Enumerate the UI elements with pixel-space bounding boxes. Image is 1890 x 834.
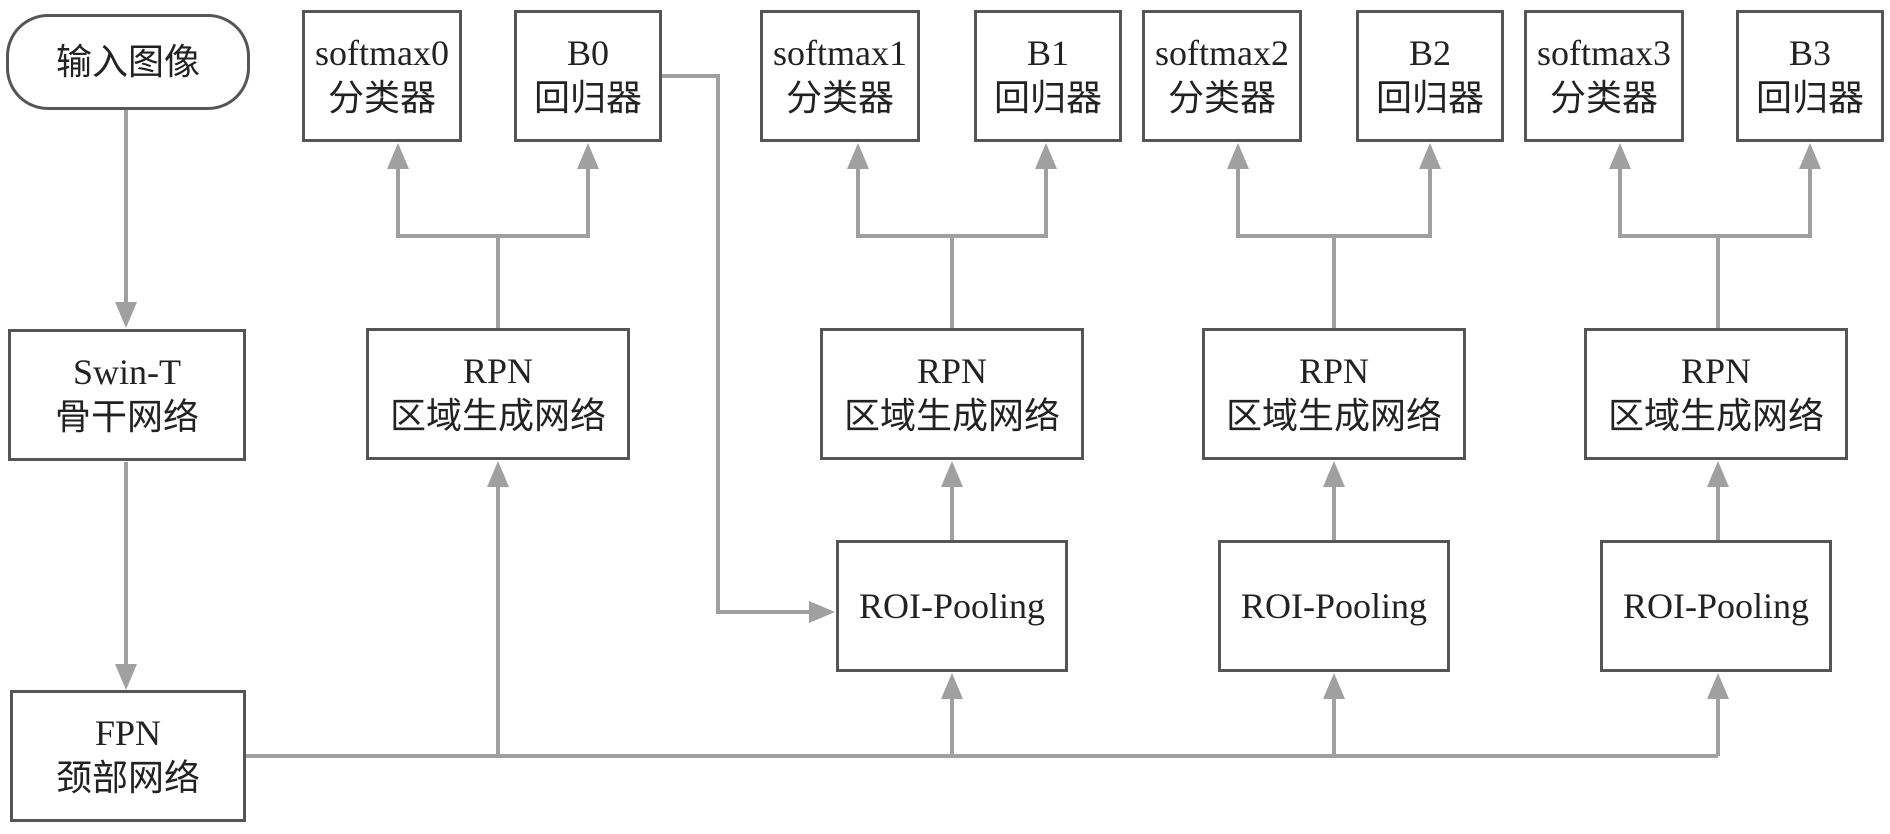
arrow-neck-to-rpn0 bbox=[487, 461, 509, 487]
b2-title: B2 bbox=[1408, 33, 1451, 73]
rpn-3-subtitle: 区域生成网络 bbox=[1607, 396, 1824, 436]
input-image-node: 输入图像 bbox=[6, 14, 250, 110]
rpn-2-node: RPN 区域生成网络 bbox=[1202, 328, 1466, 460]
rpn-0-subtitle: 区域生成网络 bbox=[389, 396, 606, 436]
arrow-roi3-to-rpn3 bbox=[1707, 461, 1729, 487]
rpn-1-subtitle: 区域生成网络 bbox=[843, 396, 1060, 436]
rpn-3-title: RPN bbox=[1680, 351, 1752, 391]
arrow-neck-to-roi2 bbox=[1323, 673, 1345, 699]
fpn-neck-node: FPN 颈部网络 bbox=[10, 690, 246, 822]
input-image-label: 输入图像 bbox=[55, 41, 200, 82]
softmax-1-title: softmax1 bbox=[773, 33, 907, 73]
rpn-2-title: RPN bbox=[1298, 351, 1370, 391]
softmax-3-subtitle: 分类器 bbox=[1549, 78, 1658, 118]
b3-regressor-node: B3 回归器 bbox=[1736, 10, 1884, 142]
arrow-roi2-to-rpn2 bbox=[1323, 461, 1345, 487]
arrow-rpn3-to-reg3 bbox=[1799, 143, 1821, 169]
softmax-3-classifier-node: softmax3 分类器 bbox=[1524, 10, 1684, 142]
arrow-rpn0-to-reg0 bbox=[577, 143, 599, 169]
arrow-reg0-to-roi1 bbox=[809, 601, 835, 623]
edge-rpn0-fork bbox=[396, 166, 500, 328]
edge-rpn0-fork-right bbox=[498, 166, 590, 238]
roi-pooling-1-label: ROI-Pooling bbox=[858, 585, 1045, 626]
backbone-title: Swin-T bbox=[73, 352, 181, 392]
roi-pooling-2-node: ROI-Pooling bbox=[1218, 540, 1450, 672]
softmax-1-subtitle: 分类器 bbox=[785, 78, 894, 118]
b2-regressor-node: B2 回归器 bbox=[1356, 10, 1504, 142]
backbone-subtitle: 骨干网络 bbox=[54, 397, 199, 437]
roi-pooling-3-node: ROI-Pooling bbox=[1600, 540, 1832, 672]
rpn-2-subtitle: 区域生成网络 bbox=[1225, 396, 1442, 436]
arrow-neck-to-roi3 bbox=[1707, 673, 1729, 699]
neck-title: FPN bbox=[94, 713, 162, 753]
softmax-2-subtitle: 分类器 bbox=[1167, 78, 1276, 118]
roi-pooling-3-label: ROI-Pooling bbox=[1622, 585, 1809, 626]
rpn-0-title: RPN bbox=[462, 351, 534, 391]
edge-reg0-to-roi1 bbox=[662, 74, 812, 614]
arrow-backbone-to-neck bbox=[115, 664, 137, 690]
softmax-3-title: softmax3 bbox=[1537, 33, 1671, 73]
arrow-input-to-backbone bbox=[115, 302, 137, 328]
b0-title: B0 bbox=[566, 33, 609, 73]
swin-t-backbone-node: Swin-T 骨干网络 bbox=[8, 329, 246, 461]
softmax-1-classifier-node: softmax1 分类器 bbox=[760, 10, 920, 142]
softmax-0-title: softmax0 bbox=[315, 33, 449, 73]
rpn-3-node: RPN 区域生成网络 bbox=[1584, 328, 1848, 460]
softmax-2-title: softmax2 bbox=[1155, 33, 1289, 73]
b3-title: B3 bbox=[1788, 33, 1831, 73]
arrow-roi1-to-rpn1 bbox=[941, 461, 963, 487]
arrow-rpn0-to-cls0 bbox=[387, 143, 409, 169]
edge-rpn2-fork bbox=[1236, 166, 1336, 328]
arrow-rpn1-to-reg1 bbox=[1035, 143, 1057, 169]
arrow-rpn1-to-cls1 bbox=[847, 143, 869, 169]
edge-rpn1-fork-right bbox=[952, 166, 1048, 238]
b2-subtitle: 回归器 bbox=[1375, 78, 1484, 118]
edge-rpn3-fork-right bbox=[1718, 166, 1812, 238]
edge-rpn1-fork bbox=[856, 166, 954, 328]
edge-rpn3-fork bbox=[1618, 166, 1720, 328]
b0-subtitle: 回归器 bbox=[533, 78, 642, 118]
b3-subtitle: 回归器 bbox=[1755, 78, 1864, 118]
rpn-1-node: RPN 区域生成网络 bbox=[820, 328, 1084, 460]
b0-regressor-node: B0 回归器 bbox=[514, 10, 662, 142]
rpn-0-node: RPN 区域生成网络 bbox=[366, 328, 630, 460]
softmax-2-classifier-node: softmax2 分类器 bbox=[1142, 10, 1302, 142]
rpn-1-title: RPN bbox=[916, 351, 988, 391]
softmax-0-subtitle: 分类器 bbox=[327, 78, 436, 118]
arrow-rpn2-to-cls2 bbox=[1227, 143, 1249, 169]
softmax-0-classifier-node: softmax0 分类器 bbox=[302, 10, 462, 142]
neck-subtitle: 颈部网络 bbox=[55, 758, 200, 798]
edge-rpn2-fork-right bbox=[1334, 166, 1432, 238]
arrow-neck-to-roi1 bbox=[941, 673, 963, 699]
arrow-rpn3-to-cls3 bbox=[1609, 143, 1631, 169]
roi-pooling-2-label: ROI-Pooling bbox=[1240, 585, 1427, 626]
b1-title: B1 bbox=[1026, 33, 1069, 73]
b1-subtitle: 回归器 bbox=[993, 78, 1102, 118]
b1-regressor-node: B1 回归器 bbox=[974, 10, 1122, 142]
roi-pooling-1-node: ROI-Pooling bbox=[836, 540, 1068, 672]
arrow-rpn2-to-reg2 bbox=[1419, 143, 1441, 169]
